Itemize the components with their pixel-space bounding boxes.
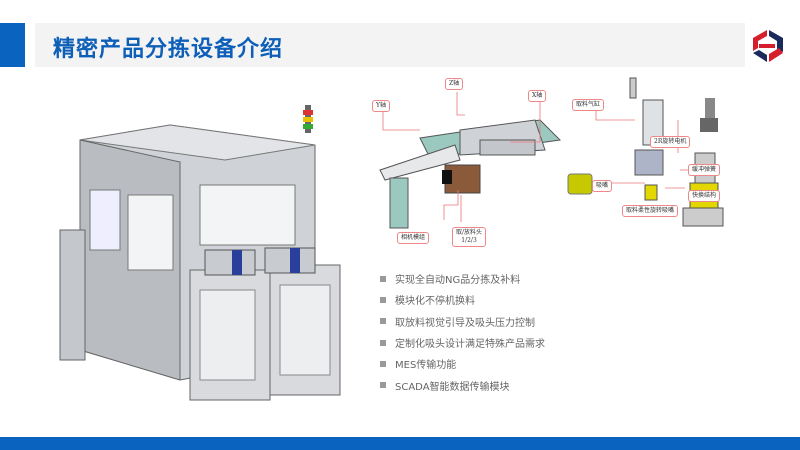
label-pick-cylinder: 取料气缸 [572, 99, 605, 111]
sorting-machine-image [59, 105, 341, 401]
bullet-square-icon [380, 339, 386, 346]
feature-item: 实现全自动NG品分拣及补料 [380, 268, 545, 289]
feature-item: 定制化吸头设计满足特殊产品需求 [380, 332, 545, 353]
header-accent-block [0, 23, 25, 67]
feature-item: MES传输功能 [380, 353, 545, 374]
label-nozzle: 吸嘴 [592, 180, 613, 192]
pick-head-text: 取/放料头 [456, 229, 483, 236]
feature-text: 模块化不停机换料 [395, 296, 475, 308]
feature-list: 实现全自动NG品分拣及补料 模块化不停机换料 取放料视觉引导及吸头压力控制 定制… [380, 268, 545, 396]
label-buffer-spring: 缓冲弹簧 [688, 164, 721, 176]
bullet-square-icon [380, 275, 386, 282]
label-rotary-motor: 2R旋转电机 [650, 136, 691, 148]
bullet-square-icon [380, 360, 386, 367]
title-bar: 精密产品分拣设备介绍 [35, 23, 745, 67]
feature-text: MES传输功能 [395, 360, 457, 372]
label-z-axis: Z轴 [445, 78, 464, 90]
feature-item: 模块化不停机换料 [380, 289, 545, 310]
bullet-square-icon [380, 382, 386, 389]
label-quick-change: 快换结构 [688, 190, 721, 202]
feature-text: 定制化吸头设计满足特殊产品需求 [395, 339, 545, 351]
company-logo [749, 24, 787, 66]
label-y-axis: Y轴 [372, 100, 390, 112]
bullet-square-icon [380, 296, 386, 303]
feature-item: SCADA智能数据传输模块 [380, 374, 545, 395]
label-camera-module: 相机模组 [397, 232, 430, 244]
feature-text: 实现全自动NG品分拣及补料 [395, 275, 521, 287]
feature-text: SCADA智能数据传输模块 [395, 381, 510, 393]
feature-text: 取放料视觉引导及吸头压力控制 [395, 317, 535, 329]
pick-head-numbers: 1/2/3 [461, 236, 477, 244]
bullet-square-icon [380, 318, 386, 325]
label-x-axis: X轴 [528, 90, 547, 102]
label-flexible-nozzle: 取料柔性旋转吸嘴 [622, 205, 679, 217]
gantry-drawing [379, 77, 724, 229]
page-title: 精密产品分拣设备介绍 [53, 37, 284, 62]
feature-item: 取放料视觉引导及吸头压力控制 [380, 311, 545, 332]
footer-bar [0, 437, 800, 450]
